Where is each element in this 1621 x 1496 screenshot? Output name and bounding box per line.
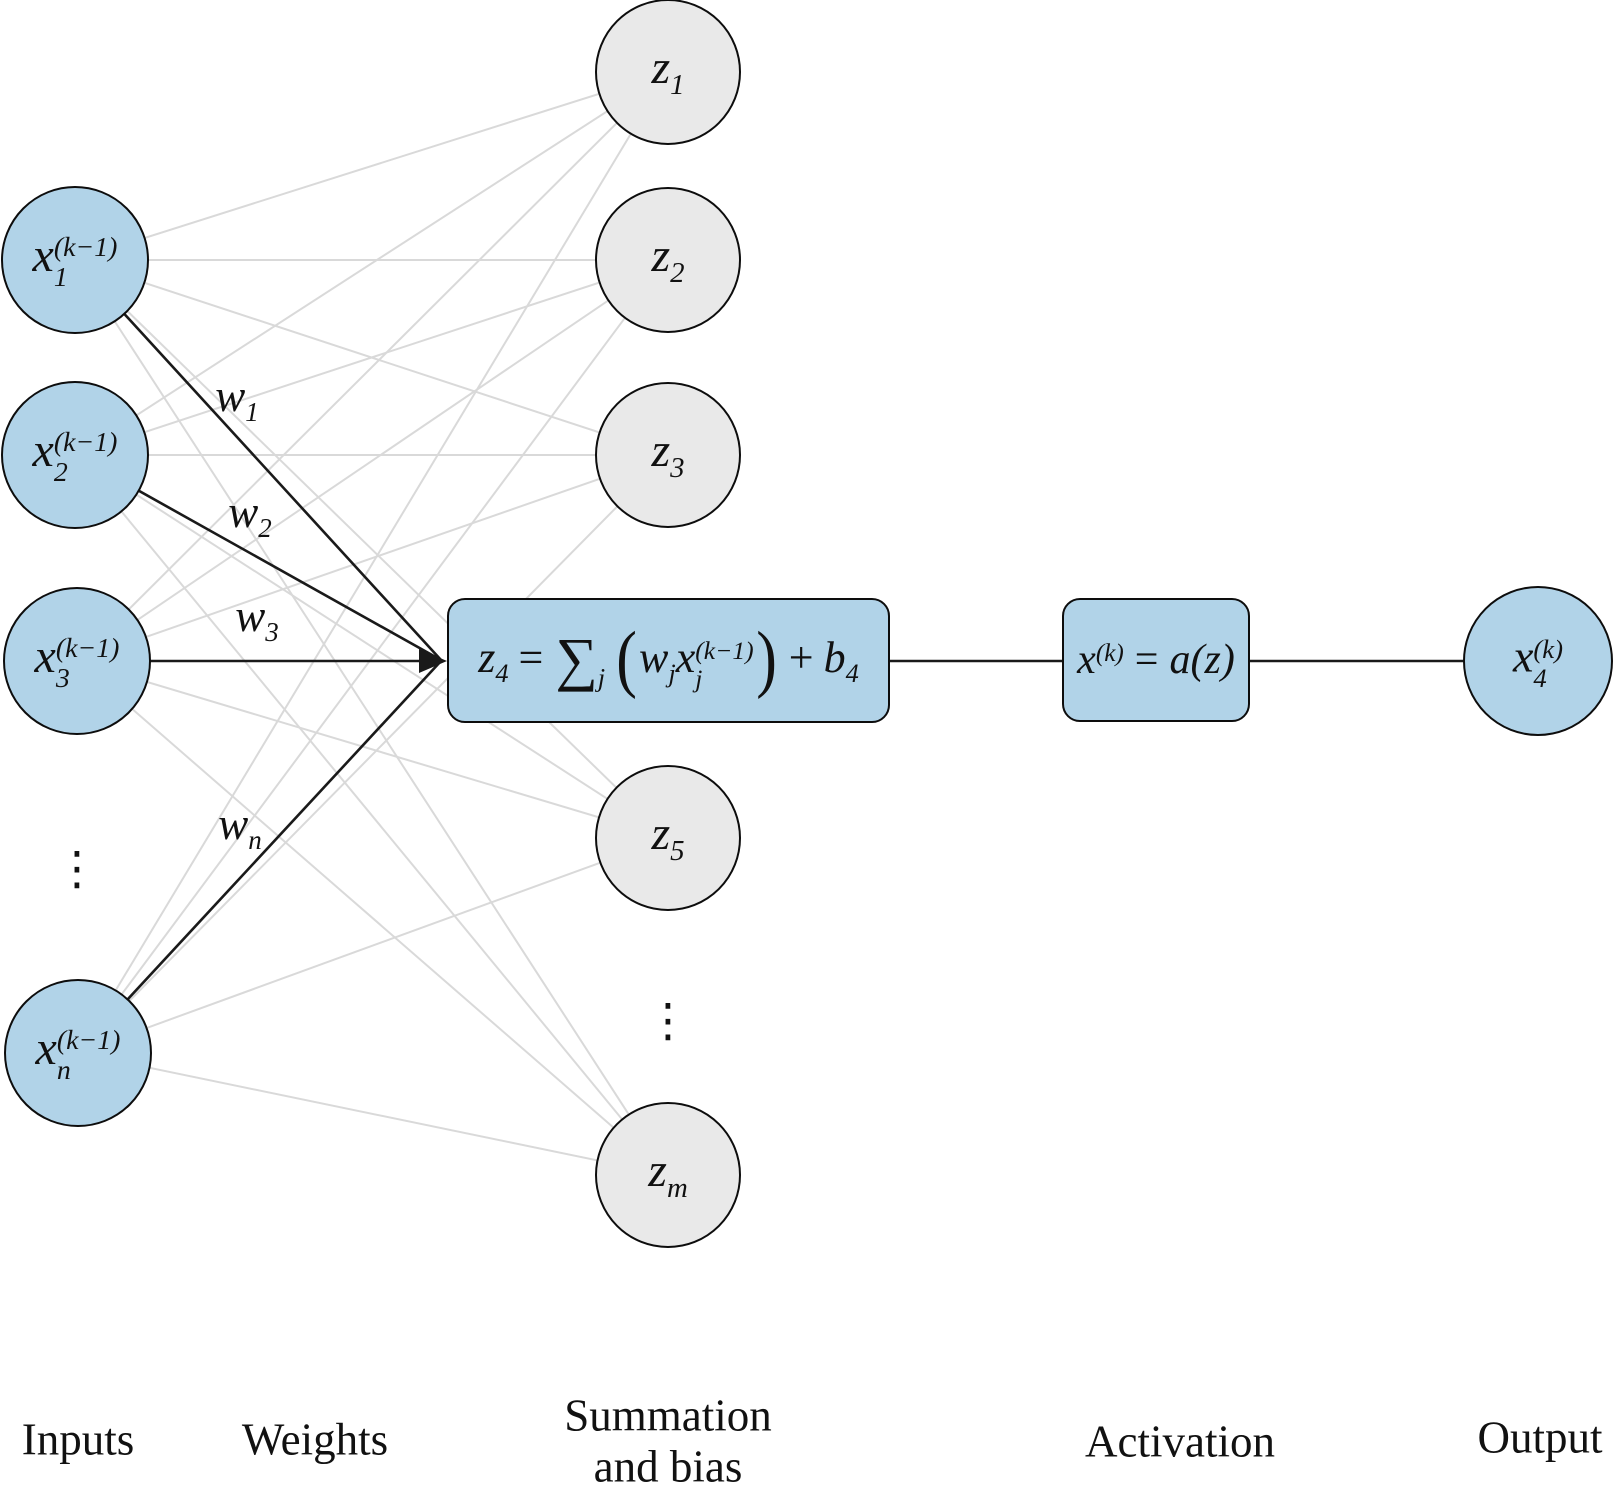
z-node-zm-label: zm (648, 1144, 688, 1205)
weight-label-w3: w3 (235, 590, 279, 648)
weight-label-wn: wn (218, 798, 262, 856)
output-node-x4: x(k)4 (1463, 586, 1613, 736)
caption-summation-line2: and bias (593, 1442, 743, 1492)
weight-label-w1: w1 (215, 370, 259, 428)
summation-box: z4=∑j (wjx(k−1)j)+b4 (447, 598, 890, 723)
caption-weights: Weights (241, 1414, 389, 1465)
caption-summation-and-bias: Summation and bias (564, 1391, 772, 1494)
activation-formula: x(k)=a(z) (1077, 637, 1235, 683)
output-node-x4-label: x(k)4 (1512, 630, 1564, 693)
z-node-zm: zm (595, 1102, 741, 1248)
z-node-z2: z2 (595, 187, 741, 333)
z-node-z1: z1 (595, 0, 741, 145)
z-node-z3: z3 (595, 382, 741, 528)
caption-activation: Activation (1085, 1416, 1275, 1467)
z-node-z5-label: z5 (651, 807, 685, 868)
z-node-z2-label: z2 (651, 229, 685, 290)
input-node-x1-label: x(k−1)1 (32, 229, 118, 293)
input-node-x3-label: x(k−1)3 (34, 630, 120, 694)
z-column-ellipsis: ⋮ (645, 993, 691, 1047)
input-node-x3: x(k−1)3 (3, 587, 151, 735)
input-node-x2-label: x(k−1)2 (32, 424, 118, 488)
input-node-xn: x(k−1)n (4, 979, 152, 1127)
arrowhead-icon (419, 649, 447, 673)
caption-output: Output (1477, 1412, 1603, 1463)
caption-inputs: Inputs (21, 1414, 135, 1465)
caption-summation-line1: Summation (564, 1390, 772, 1441)
activation-box: x(k)=a(z) (1062, 598, 1250, 722)
z-node-z1-label: z1 (651, 41, 685, 102)
input-column-ellipsis: ⋮ (54, 841, 100, 895)
summation-formula: z4=∑j (wjx(k−1)j)+b4 (478, 616, 859, 700)
input-node-x1: x(k−1)1 (1, 186, 149, 334)
z-node-z5: z5 (595, 765, 741, 911)
input-node-xn-label: x(k−1)n (35, 1022, 121, 1086)
input-node-x2: x(k−1)2 (1, 381, 149, 529)
input-to-z-gray-edges (74, 71, 669, 1176)
z-node-z3-label: z3 (651, 424, 685, 485)
weight-label-w2: w2 (228, 486, 272, 544)
